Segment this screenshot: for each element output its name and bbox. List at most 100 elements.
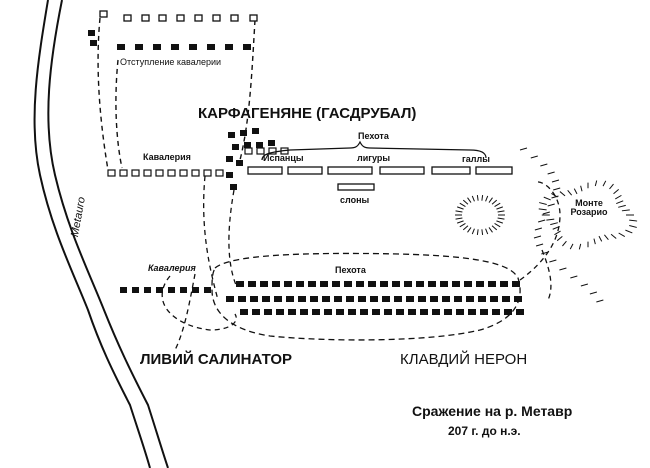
hill-hachure [481, 195, 484, 201]
livius-salinator-label: ЛИВИЙ САЛИНАТОР [140, 351, 293, 368]
roman-infantry-block [238, 296, 246, 302]
roman-infantry-block [344, 281, 352, 287]
roman-infantry-block [334, 296, 342, 302]
cavalry-retreat-label: Отступление кавалерии [120, 57, 222, 67]
hill-hachure [629, 225, 637, 228]
roman-infantry-block [346, 296, 354, 302]
hill-hachure [497, 210, 505, 213]
hill-hachure [485, 195, 489, 202]
hill-hachure [567, 190, 573, 196]
roman-infantry-block [384, 309, 392, 315]
roman-infantry-block [358, 296, 366, 302]
roman-infantry-block [502, 296, 510, 302]
roman-infantry-block [372, 309, 380, 315]
roman-infantry-block [274, 296, 282, 302]
hill-hachure [467, 197, 472, 203]
hill-hachure [488, 197, 493, 203]
hill-hachure [462, 199, 469, 205]
roman-infantry-block [240, 309, 248, 315]
ligurians-label: лигуры [357, 153, 391, 163]
roman-infantry-block [332, 281, 340, 287]
carthaginian-cavalry-row [107, 169, 224, 177]
retreat-top-squares [99, 10, 258, 22]
roman-infantry-block [464, 281, 472, 287]
river-bank-left [33, 0, 151, 468]
hill-hachure [543, 196, 551, 201]
hill-hachure [496, 206, 504, 210]
ridge-hachure [519, 147, 528, 151]
infantry-brace [261, 140, 487, 161]
roman-infantry-block [512, 281, 520, 287]
roman-infantry-block [226, 296, 234, 302]
hill-hachure [485, 228, 489, 235]
retreat-path-inner [115, 59, 123, 169]
hill-hachure [459, 223, 466, 228]
roman-infantry-block [478, 296, 486, 302]
hill-hachure [613, 189, 619, 195]
roman-infantry-block [236, 281, 244, 287]
roman-infantry-block [264, 309, 272, 315]
carthaginian-infantry-line [247, 166, 513, 175]
dashed-descent-2 [228, 189, 237, 286]
map-date: 207 г. до н.э. [448, 424, 521, 438]
ridge-hachure [559, 267, 567, 271]
hill-hachure [602, 180, 607, 187]
hill-hachure [494, 202, 501, 207]
retreat-path-right [239, 19, 256, 161]
hill-hachure [629, 219, 638, 222]
roman-infantry-block [262, 296, 270, 302]
hill-hachure [618, 232, 626, 238]
ridge-hachure [589, 291, 598, 295]
carthaginian-cavalry-label: Кавалерия [143, 152, 191, 162]
hill-label: Монте Розарио [566, 199, 612, 217]
ridge-hachure [533, 235, 542, 239]
ridge-hachure [596, 299, 604, 303]
elephants-label: слоны [340, 195, 370, 205]
hill-hachure [556, 236, 563, 242]
roman-infantry-block [456, 309, 464, 315]
retreat-path [97, 17, 116, 173]
roman-infantry-block [368, 281, 376, 287]
roman-infantry-block [444, 309, 452, 315]
map-title: Сражение на р. Метавр [412, 403, 573, 419]
hill-name: Монте Розарио [570, 198, 608, 217]
hill-hachure [610, 233, 617, 239]
hill-hachure [618, 204, 626, 208]
roman-infantry-block [360, 309, 368, 315]
hill-hachure [476, 229, 479, 235]
hill-hachure [625, 229, 633, 234]
roman-infantry-block [430, 296, 438, 302]
roman-infantry-block [516, 309, 524, 315]
hill-hachure [609, 183, 614, 190]
roman-infantry-block [336, 309, 344, 315]
hill-hachure [471, 195, 475, 202]
roman-infantry-block [370, 296, 378, 302]
ridge-hachure [530, 155, 538, 159]
roman-infantry-block [310, 296, 318, 302]
roman-infantry-block [356, 281, 364, 287]
roman-infantry-block [490, 296, 498, 302]
ridge-hachure [540, 163, 548, 167]
dashed-descent-1 [203, 175, 219, 301]
roman-infantry-block [480, 309, 488, 315]
roman-infantry-block [248, 281, 256, 287]
hill-hachure [496, 220, 504, 224]
roman-infantry-block [382, 296, 390, 302]
roman-left-loop [161, 275, 237, 331]
hill-hachure [569, 243, 574, 250]
roman-infantry-block [452, 281, 460, 287]
hill-hachure [603, 234, 609, 241]
roman-infantry-block [454, 296, 462, 302]
hill-hachure [538, 208, 547, 211]
roman-infantry-block [250, 296, 258, 302]
spaniards-label: Испанцы [263, 153, 304, 163]
hill-hachure [578, 243, 582, 250]
roman-infantry-block [440, 281, 448, 287]
hill-hachure [476, 195, 479, 201]
roman-infantry-block [492, 309, 500, 315]
hill-hachure [467, 227, 472, 233]
hill-hachure [580, 185, 583, 192]
hill-hachure [552, 225, 560, 230]
